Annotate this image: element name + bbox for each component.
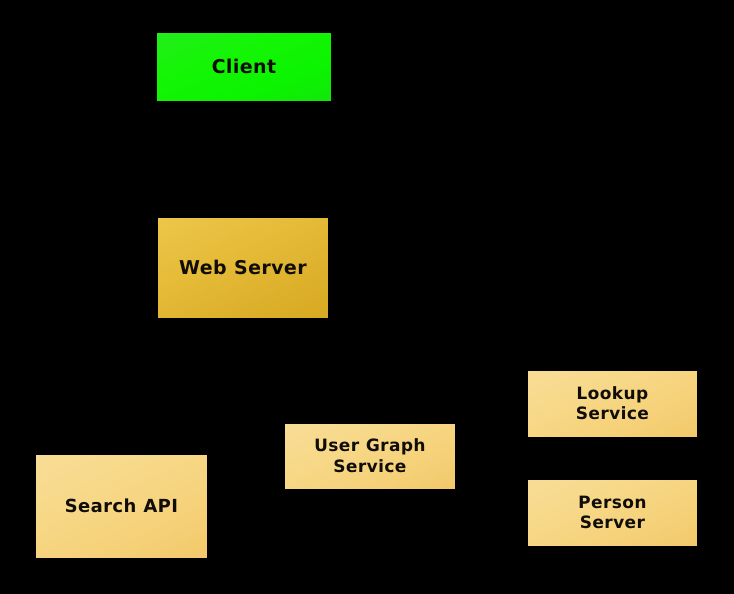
- node-lookup-service-label: Lookup Service: [575, 383, 650, 424]
- node-search-api[interactable]: Search API: [36, 455, 207, 558]
- node-person-server-label: Person Server: [578, 492, 647, 533]
- node-web-server[interactable]: Web Server: [158, 218, 328, 318]
- node-user-graph-service-label: User Graph Service: [314, 436, 426, 477]
- node-client[interactable]: Client: [157, 33, 331, 101]
- node-search-api-label: Search API: [64, 495, 179, 517]
- node-client-label: Client: [211, 55, 277, 78]
- node-person-server[interactable]: Person Server: [528, 480, 697, 546]
- node-lookup-service[interactable]: Lookup Service: [528, 371, 697, 437]
- node-user-graph-service[interactable]: User Graph Service: [285, 424, 455, 489]
- node-web-server-label: Web Server: [179, 256, 307, 279]
